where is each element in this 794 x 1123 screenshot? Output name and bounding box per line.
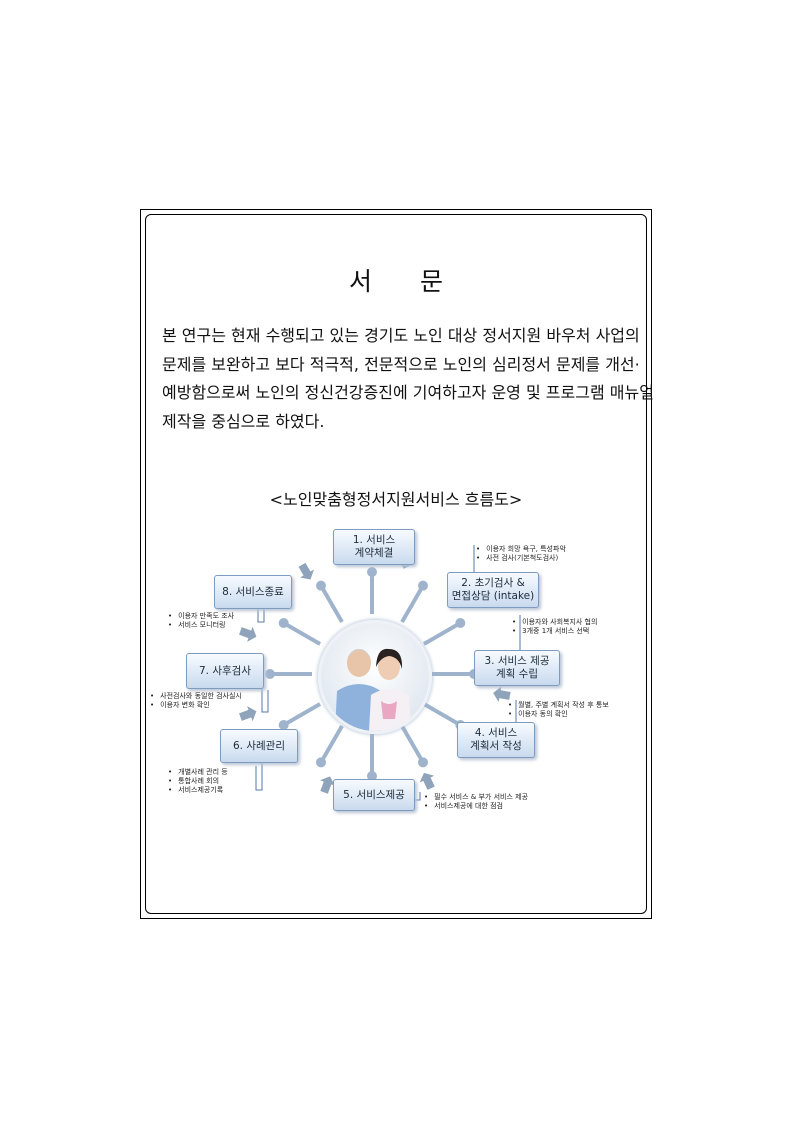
note-item: 이용자 동의 확인 <box>508 710 609 719</box>
note-item: 이용자 변화 확인 <box>150 701 242 710</box>
note-service-plan: 이용자와 사회복지사 협의 3개중 1개 서비스 선택 <box>512 618 597 636</box>
flow-arrow <box>419 772 435 790</box>
paragraph-line: 문제를 보완하고 보다 적극적, 전문적으로 노인의 심리정서 문제를 개선· <box>162 354 640 374</box>
preface-title: 서 문 <box>349 267 463 296</box>
flow-arrow <box>493 686 511 703</box>
note-item: 통합사례 회의 <box>168 777 228 786</box>
spoke-node <box>278 618 289 628</box>
spoke-node <box>418 757 428 768</box>
flow-arrow <box>239 706 257 722</box>
step-box-plan-document: 4. 서비스 계획서 작성 <box>457 722 535 758</box>
preface-paragraph: 본 연구는 현재 수행되고 있는 경기도 노인 대상 정서지원 바우처 사업의 … <box>162 322 654 436</box>
note-item: 서비스제공기록 <box>168 786 228 795</box>
spoke-node <box>418 580 428 591</box>
spoke-node <box>455 618 466 628</box>
step-box-contract: 1. 서비스 계약체결 <box>333 529 415 565</box>
step-box-intake: 2. 초기검사 & 면접상담 (intake) <box>447 572 539 608</box>
note-item: 사전검사와 동일한 검사실시 <box>150 692 242 701</box>
step-box-case-management: 6. 사례관리 <box>220 729 298 763</box>
note-item: 이용자와 사회복지사 협의 <box>512 618 597 627</box>
spoke-line <box>282 702 322 727</box>
note-post-test: 사전검사와 동일한 검사실시 이용자 변화 확인 <box>150 692 242 710</box>
spoke-node <box>265 669 275 679</box>
spoke-line <box>422 621 462 646</box>
note-service-end: 이용자 만족도 조사 서비스 모니터링 <box>168 612 234 630</box>
paragraph-line: 본 연구는 현재 수행되고 있는 경기도 노인 대상 정서지원 바우처 사업의 <box>162 326 640 345</box>
spoke-line <box>319 724 344 764</box>
note-plan-document: 월별, 주별 계획서 작성 후 통보 이용자 동의 확인 <box>508 701 609 719</box>
paragraph-line: 예방함으로써 노인의 정신건강증진에 기여하고자 운영 및 프로그램 매뉴얼 <box>162 383 654 402</box>
note-bracket <box>261 687 269 713</box>
note-item: 이용자 만족도 조사 <box>168 612 234 621</box>
spoke-node <box>367 771 377 781</box>
page-frame-outer <box>140 209 652 919</box>
spoke-node <box>367 567 377 577</box>
spoke-node <box>316 580 326 591</box>
spoke-node <box>278 720 289 730</box>
spoke-node <box>316 757 326 768</box>
note-item: 이용자 희망 욕구, 특성파악 <box>476 545 566 554</box>
step-box-service-plan: 3. 서비스 제공 계획 수립 <box>474 650 560 686</box>
flow-arrow <box>298 562 314 580</box>
flow-arrow <box>239 626 257 642</box>
step-box-service-provision: 5. 서비스제공 <box>333 779 415 811</box>
spoke-line <box>400 724 425 764</box>
note-item: 서비스 모니터링 <box>168 621 234 630</box>
note-bracket <box>257 607 265 623</box>
paragraph-line: 제작을 중심으로 하였다. <box>162 411 325 431</box>
page-frame-inner <box>145 214 647 914</box>
note-bracket <box>413 792 421 801</box>
spoke-line <box>319 584 344 624</box>
note-item: 서비스제공에 대한 점검 <box>424 802 528 811</box>
spoke-line <box>282 621 322 646</box>
note-item: 개별사례 관리 등 <box>168 768 228 777</box>
note-item: 필수 서비스 & 부가 서비스 제공 <box>424 793 528 802</box>
note-item: 사전 검사(기본척도검사) <box>476 554 566 563</box>
note-bracket <box>255 761 263 791</box>
senior-couple-photo <box>318 620 432 734</box>
note-item: 3개중 1개 서비스 선택 <box>512 627 597 636</box>
spoke-line <box>422 702 462 727</box>
flow-chart-title: <노인맞춤형정서지원서비스 흐름도> <box>269 490 523 509</box>
step-box-service-end: 8. 서비스종료 <box>214 575 292 609</box>
spoke-line <box>400 584 425 624</box>
flow-arrow <box>320 776 336 794</box>
step-box-post-test: 7. 사후검사 <box>186 653 264 689</box>
note-item: 월별, 주별 계획서 작성 후 통보 <box>508 701 609 710</box>
note-intake: 이용자 희망 욕구, 특성파악 사전 검사(기본척도검사) <box>476 545 566 563</box>
note-case-management: 개별사례 관리 등 통합사례 회의 서비스제공기록 <box>168 768 228 795</box>
note-service-provision: 필수 서비스 & 부가 서비스 제공 서비스제공에 대한 점검 <box>424 793 528 811</box>
